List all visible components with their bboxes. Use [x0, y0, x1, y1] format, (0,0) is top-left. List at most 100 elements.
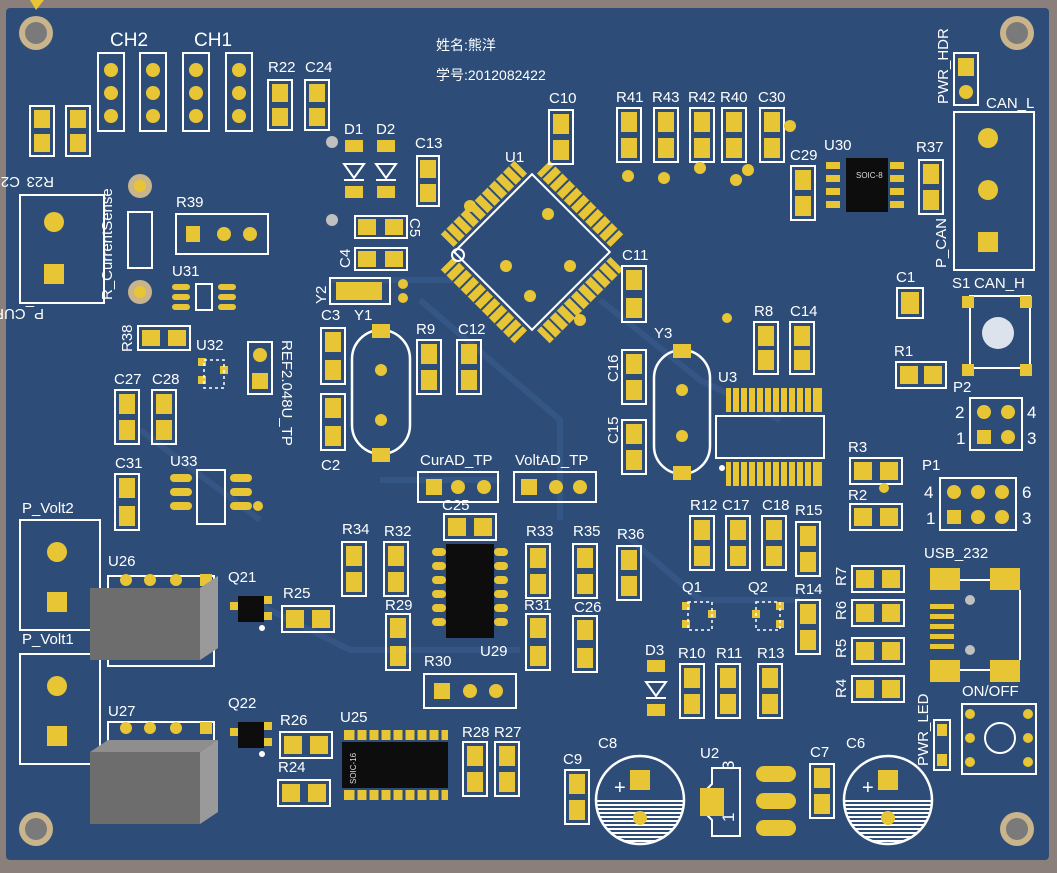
u31 [172, 283, 236, 311]
label-u27: U27 [108, 703, 136, 720]
diode-d3 [644, 660, 668, 716]
label-c11: C11 [622, 247, 648, 264]
label-voltad: VoltAD_TP [515, 452, 588, 469]
p1-pin6: 6 [1022, 483, 1031, 502]
label-c6: C6 [846, 735, 865, 752]
label-q21: Q21 [228, 569, 256, 586]
label-p2: P2 [953, 379, 971, 396]
label-c9: C9 [563, 751, 582, 768]
label-r32: R32 [384, 523, 412, 540]
label-u26: U26 [108, 553, 136, 570]
label-r27: R27 [494, 724, 522, 741]
label-r10: R10 [678, 645, 706, 662]
label-pwr-led: PWR_LED [915, 693, 932, 766]
label-r4: R4 [833, 679, 850, 698]
label-r29: R29 [385, 597, 413, 614]
u3-ic [715, 388, 825, 486]
label-c1: C1 [896, 269, 915, 286]
p-volt1-connector [19, 653, 101, 765]
label-y2: Y2 [313, 286, 330, 304]
label-r5: R5 [833, 639, 850, 658]
regulator-u27 [90, 721, 218, 824]
label-ref: REF2.048U_TP [278, 340, 295, 446]
label-r15: R15 [795, 502, 823, 519]
label-r9: R9 [416, 321, 435, 338]
tp-curad [417, 471, 499, 503]
label-c13: C13 [415, 135, 443, 152]
crystal-y2 [329, 277, 391, 305]
q2 [752, 601, 784, 631]
q1 [682, 601, 716, 631]
mounting-holes [19, 16, 1034, 846]
mcu-u1 [440, 160, 624, 344]
switch-s1[interactable] [969, 295, 1031, 369]
label-u31: U31 [172, 263, 200, 280]
author-label: 姓名:熊洋 [436, 37, 496, 53]
u29-ic [432, 544, 508, 638]
label-c30: C30 [758, 89, 786, 106]
label-r30: R30 [424, 653, 452, 670]
label-r33: R33 [526, 523, 554, 540]
label-r14: R14 [795, 581, 823, 598]
label-d2: D2 [376, 121, 395, 138]
label-r25: R25 [283, 585, 311, 602]
on-off-switch[interactable] [961, 703, 1037, 775]
label-r37: R37 [916, 139, 944, 156]
label-s1: S1 [952, 275, 970, 292]
label-r-currentsense: R_CurrentSense [99, 188, 116, 300]
label-c28: C28 [152, 371, 180, 388]
p2-pin4: 4 [1027, 403, 1036, 422]
label-c5: C5 [406, 218, 423, 237]
label-c15: C15 [605, 416, 622, 444]
label-pwr-hdr: PWR_HDR [935, 28, 952, 104]
label-u29: U29 [480, 643, 508, 660]
p2-pin1: 1 [956, 429, 965, 448]
label-r28: R28 [462, 724, 490, 741]
regulator-u26 [90, 574, 218, 667]
label-can-l: CAN_L [986, 95, 1034, 112]
u33 [170, 469, 263, 525]
label-d1: D1 [344, 121, 363, 138]
label-q1: Q1 [682, 579, 702, 596]
label-r13: R13 [757, 645, 785, 662]
tp-voltad [513, 471, 597, 503]
label-r38: R38 [119, 324, 136, 352]
label-r24: R24 [278, 759, 306, 776]
label-r34: R34 [342, 521, 370, 538]
board-substrate [6, 8, 1049, 860]
u25-ic: SOIC-16 [342, 730, 448, 800]
label-r11: R11 [716, 645, 742, 662]
label-u3: U3 [718, 369, 737, 386]
label-c3: C3 [321, 307, 340, 324]
label-r7: R7 [833, 567, 850, 586]
label-d3: D3 [645, 642, 664, 659]
label-y1: Y1 [354, 307, 372, 324]
label-curad: CurAD_TP [420, 452, 493, 469]
label-p1: P1 [922, 457, 940, 474]
label-c4: C4 [337, 249, 354, 268]
label-u1: U1 [505, 149, 524, 166]
label-r2: R2 [848, 487, 867, 504]
label-r40: R40 [720, 89, 748, 106]
p2-pin2: 2 [955, 403, 964, 422]
capacitor-c6: + [842, 754, 934, 846]
label-p-can: P_CAN [933, 218, 950, 268]
p1-pin3: 3 [1022, 509, 1031, 528]
label-r43: R43 [652, 89, 680, 106]
label-c25: C25 [442, 497, 470, 514]
label-c24: C24 [305, 59, 333, 76]
label-r23: R23 [26, 173, 54, 190]
p1-pin4: 4 [924, 483, 933, 502]
label-q22: Q22 [228, 695, 256, 712]
label-u30: U30 [824, 137, 852, 154]
label-y3: Y3 [654, 325, 672, 342]
p1-pin1: 1 [926, 509, 935, 528]
label-q2: Q2 [748, 579, 768, 596]
header-p2 [969, 397, 1023, 451]
label-r31: R31 [524, 597, 552, 614]
u30-package-label: SOIC-8 [856, 171, 883, 180]
label-r1: R1 [894, 343, 913, 360]
resistors-r40-r43 [616, 107, 796, 186]
u25-package-label: SOIC-16 [349, 752, 358, 784]
label-can-h: CAN_H [974, 275, 1025, 292]
